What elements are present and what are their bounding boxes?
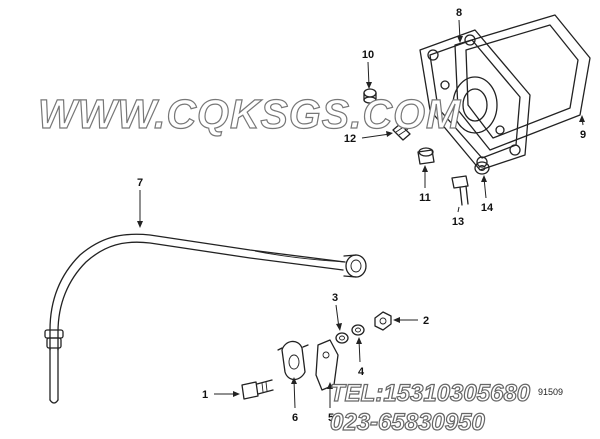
callout-labels: 1 2 3 4 5 6 7 8 9 10 11 12 13 14 <box>137 7 586 424</box>
bolt-1 <box>241 379 274 400</box>
callout-8: 8 <box>456 7 462 19</box>
washer-14 <box>474 161 490 175</box>
fitting-12 <box>392 123 411 141</box>
callout-12: 12 <box>344 133 356 145</box>
callout-7: 7 <box>137 177 143 189</box>
clamp-6 <box>277 340 309 381</box>
callout-10: 10 <box>362 49 374 61</box>
plug-11 <box>417 147 435 165</box>
callout-5: 5 <box>328 412 334 424</box>
callout-14: 14 <box>481 202 494 214</box>
plug-10 <box>363 88 377 104</box>
washer-3 <box>335 332 349 344</box>
callout-11: 11 <box>419 192 431 204</box>
figure-code: 91509 <box>538 387 563 397</box>
callout-3: 3 <box>332 292 338 304</box>
dipstick-tube <box>44 233 367 404</box>
watermark-site: WWW.CQKSGS.COM <box>38 91 461 137</box>
callout-4: 4 <box>358 366 365 378</box>
leader-lines <box>137 19 585 409</box>
washer-4 <box>351 324 365 336</box>
callout-13: 13 <box>452 216 464 228</box>
bolt-13 <box>451 175 469 206</box>
bracket-5 <box>315 339 339 391</box>
callout-1: 1 <box>202 389 208 401</box>
gasket <box>454 14 591 151</box>
callout-6: 6 <box>292 412 298 424</box>
nut-2 <box>374 311 392 331</box>
callout-2: 2 <box>423 315 429 327</box>
contact-tel: TEL:15310305680 <box>330 380 531 407</box>
cover-plate <box>419 29 531 171</box>
contact-phone: 023-65830950 <box>330 409 485 436</box>
callout-9: 9 <box>580 129 586 141</box>
